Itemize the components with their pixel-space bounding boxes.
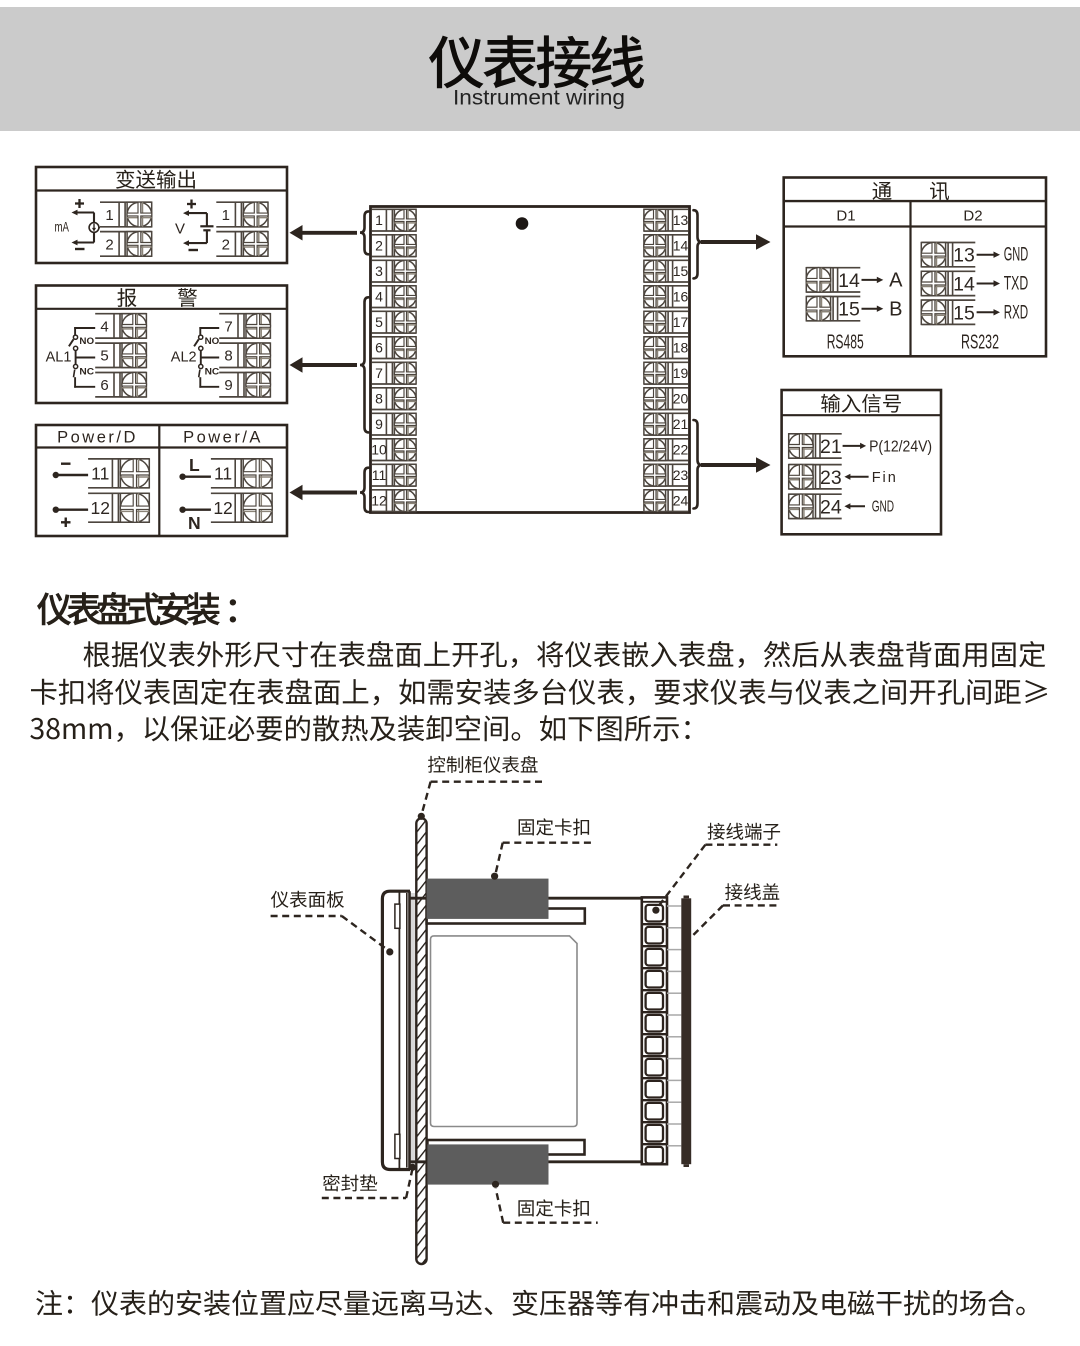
svg-text:N: N: [188, 513, 201, 533]
svg-text:8: 8: [224, 348, 232, 365]
svg-text:1: 1: [375, 212, 383, 228]
svg-text:12: 12: [213, 498, 232, 518]
svg-text:RXD: RXD: [1004, 302, 1028, 323]
svg-text:D2: D2: [963, 208, 982, 225]
svg-text:24: 24: [673, 493, 689, 509]
svg-text:12: 12: [371, 493, 387, 509]
svg-text:GND: GND: [1004, 245, 1028, 266]
svg-text:Fin: Fin: [872, 470, 898, 486]
svg-text:B: B: [889, 298, 902, 320]
svg-text:NC: NC: [79, 367, 94, 378]
svg-text:AL1: AL1: [46, 350, 72, 366]
svg-text:6: 6: [100, 377, 108, 394]
svg-text:GND: GND: [872, 498, 894, 515]
svg-text:17: 17: [673, 314, 689, 330]
svg-text:AL2: AL2: [171, 350, 197, 366]
svg-text:21: 21: [673, 416, 689, 432]
svg-text:10: 10: [371, 442, 387, 458]
svg-text:1: 1: [105, 207, 113, 224]
svg-text:A: A: [889, 270, 903, 292]
svg-text:20: 20: [673, 391, 689, 407]
svg-text:16: 16: [673, 289, 689, 305]
svg-text:5: 5: [375, 314, 383, 330]
svg-text:13: 13: [953, 245, 975, 267]
svg-text:7: 7: [375, 365, 383, 381]
svg-text:24: 24: [820, 496, 842, 518]
svg-text:3: 3: [375, 263, 383, 279]
svg-text:9: 9: [375, 416, 383, 432]
svg-text:1: 1: [222, 207, 230, 224]
svg-text:mA: mA: [55, 219, 70, 235]
svg-text:L: L: [189, 455, 200, 475]
svg-text:2: 2: [375, 238, 383, 254]
svg-text:4: 4: [375, 289, 383, 305]
svg-text:RS485: RS485: [827, 332, 864, 354]
svg-text:23: 23: [673, 467, 689, 483]
svg-text:14: 14: [673, 238, 689, 254]
svg-text:23: 23: [820, 467, 842, 489]
svg-text:11: 11: [372, 467, 387, 483]
svg-text:D1: D1: [836, 208, 855, 225]
svg-text:Power/A: Power/A: [183, 429, 263, 447]
svg-text:TXD: TXD: [1004, 274, 1028, 295]
svg-text:13: 13: [673, 212, 689, 228]
svg-text:11: 11: [214, 464, 232, 484]
svg-text:19: 19: [673, 365, 689, 381]
svg-text:NO: NO: [205, 336, 220, 347]
svg-text:7: 7: [224, 318, 232, 335]
svg-text:2: 2: [222, 236, 230, 253]
svg-text:V: V: [175, 221, 185, 238]
svg-text:11: 11: [91, 464, 109, 484]
svg-text:18: 18: [673, 340, 689, 356]
svg-text:21: 21: [820, 436, 842, 458]
svg-text:5: 5: [100, 348, 108, 365]
svg-text:NO: NO: [79, 336, 94, 347]
svg-text:Power/D: Power/D: [57, 429, 138, 447]
svg-text:P(12/24V): P(12/24V): [869, 438, 932, 455]
svg-text:15: 15: [953, 302, 975, 324]
svg-text:14: 14: [953, 273, 975, 295]
svg-text:8: 8: [375, 391, 383, 407]
svg-text:9: 9: [224, 377, 232, 394]
svg-text:4: 4: [100, 318, 108, 335]
svg-text:14: 14: [838, 270, 860, 292]
svg-text:6: 6: [375, 340, 383, 356]
svg-text:12: 12: [91, 498, 110, 518]
svg-text:15: 15: [673, 263, 689, 279]
svg-text:NC: NC: [205, 367, 220, 378]
svg-text:2: 2: [105, 236, 113, 253]
svg-text:RS232: RS232: [961, 332, 999, 354]
svg-text:Instrument wiring: Instrument wiring: [453, 86, 625, 110]
svg-text:15: 15: [838, 299, 860, 321]
svg-text:22: 22: [673, 442, 689, 458]
